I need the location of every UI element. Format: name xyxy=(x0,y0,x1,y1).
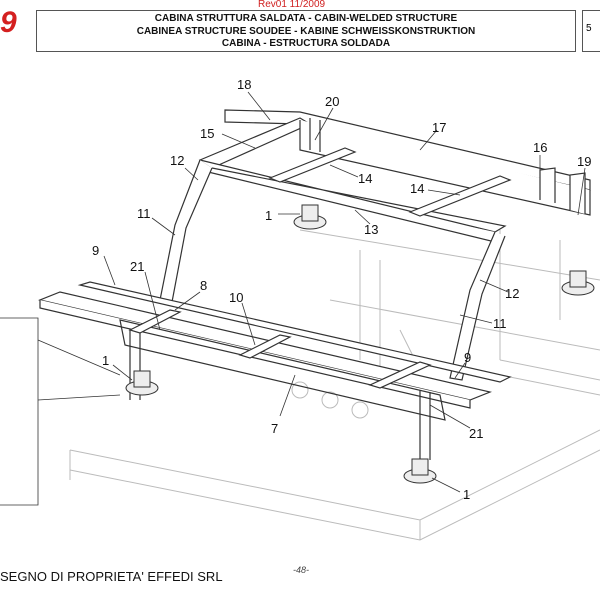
callout-21: 21 xyxy=(469,426,483,441)
callout-1: 1 xyxy=(102,353,109,368)
callout-9: 9 xyxy=(92,243,99,258)
title-line: CABINA STRUTTURA SALDATA - CABIN-WELDED … xyxy=(154,13,458,24)
title-line: CABINA - ESTRUCTURA SOLDADA xyxy=(221,38,391,49)
page-box: 5 xyxy=(582,10,600,52)
callout-11: 11 xyxy=(137,206,151,221)
callout-labels: 18 20 15 17 16 19 12 14 14 1 13 11 9 21 … xyxy=(92,77,591,502)
callout-9: 9 xyxy=(464,350,471,365)
callout-16: 16 xyxy=(533,140,547,155)
callout-15: 15 xyxy=(200,126,214,141)
page-title: CABINA STRUTTURA SALDATA - CABIN-WELDED … xyxy=(36,10,576,52)
detail-inset xyxy=(0,317,121,506)
callout-14: 14 xyxy=(410,181,424,196)
cabin-frame xyxy=(38,109,591,460)
callout-12: 12 xyxy=(505,286,519,301)
leader-lines xyxy=(103,91,586,493)
callout-19: 19 xyxy=(577,154,591,169)
ownership-notice: SEGNO DI PROPRIETA' EFFEDI SRL xyxy=(0,569,223,584)
page-number: -48- xyxy=(293,565,310,575)
callout-1: 1 xyxy=(265,208,272,223)
callout-11: 11 xyxy=(493,316,507,331)
callout-13: 13 xyxy=(364,222,378,237)
callout-10: 10 xyxy=(229,290,243,305)
callout-18: 18 xyxy=(237,77,251,92)
revision-label: Rev01 11/2009 xyxy=(258,0,326,10)
callout-7: 7 xyxy=(271,421,278,436)
callout-1: 1 xyxy=(463,487,470,502)
logo: 9 xyxy=(0,6,17,39)
callout-14: 14 xyxy=(358,171,372,186)
callout-21: 21 xyxy=(130,259,144,274)
callout-20: 20 xyxy=(325,94,339,109)
callout-8: 8 xyxy=(200,278,207,293)
callout-12: 12 xyxy=(170,153,184,168)
chassis-background xyxy=(69,229,600,541)
callout-17: 17 xyxy=(432,120,446,135)
rubber-mounts xyxy=(125,204,595,484)
title-line: CABINEA STRUCTURE SOUDEE - KABINE SCHWEI… xyxy=(136,25,476,37)
